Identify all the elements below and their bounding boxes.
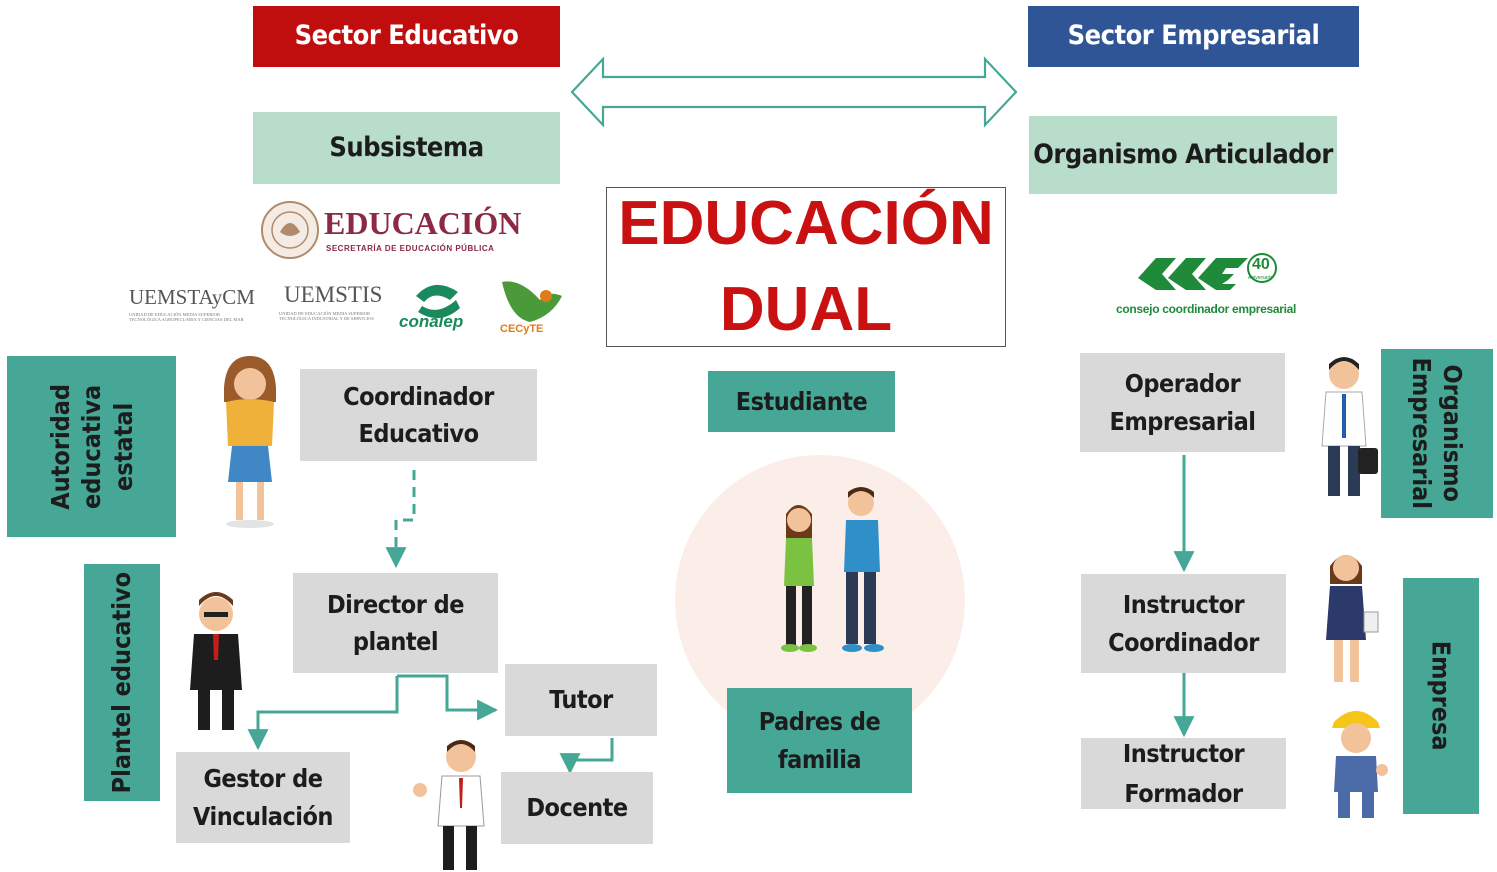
organismo-empresarial-box: Organismo Empresarial [1381, 349, 1493, 518]
educacion-logo-text: EDUCACIÓN [324, 205, 522, 241]
cce-badge-number: 40 [1252, 256, 1270, 273]
instructor-coord-line-1: Instructor [1122, 590, 1245, 619]
instructor-form-line-1: Instructor [1122, 738, 1245, 768]
padres-line-1: Padres de [758, 707, 881, 736]
coordinador-line-1: Coordinador [343, 381, 494, 411]
conalep-logo-text: conalep [399, 312, 464, 331]
organismo-articulador-box: Organismo Articulador [1029, 116, 1337, 194]
padres-line-2: familia [777, 744, 862, 774]
plantel-label: Plantel educativo [107, 571, 137, 794]
sector-educativo-header: Sector Educativo [253, 6, 560, 67]
gestor-vinculacion-box: Gestor de Vinculación [176, 752, 350, 843]
educacion-logo-subtext: SECRETARÍA DE EDUCACIÓN PÚBLICA [326, 244, 495, 253]
sector-double-arrow [570, 56, 1018, 128]
gestor-line-2: Vinculación [193, 801, 333, 831]
title-line-1: EDUCACIÓN [618, 189, 994, 258]
connector-director-tutor [247, 676, 399, 751]
organismo-line-1: Organismo [1438, 364, 1468, 503]
empresa-label: Empresa [1426, 641, 1456, 751]
tutor-box: Tutor [505, 664, 657, 736]
autoridad-line-3: estatal [108, 402, 138, 491]
coordinador-line-2: Educativo [358, 419, 479, 448]
director-line-2: plantel [352, 627, 439, 656]
uemstaycm-logo-subtext: UNIDAD DE EDUCACIÓN MEDIA SUPERIOR TECNO… [129, 312, 244, 323]
subsistema-box: Subsistema [253, 112, 560, 184]
docente-box: Docente [501, 772, 653, 844]
organismo-line-2: Empresarial [1407, 357, 1437, 510]
padres-familia-box: Padres de familia [727, 688, 912, 793]
connector-director-gestor [397, 674, 499, 721]
main-title: EDUCACIÓN DUAL [606, 187, 1006, 347]
instructor-coord-line-2: Coordinador [1108, 627, 1259, 657]
uemstis-logo-subtext: UNIDAD DE EDUCACIÓN MEDIA SUPERIOR TECNO… [279, 311, 374, 322]
autoridad-line-1: Autoridad [45, 383, 75, 510]
instructor-form-line-2: Formador [1124, 778, 1243, 808]
coordinador-educativo-box: Coordinador Educativo [300, 369, 537, 461]
connector-coordinador-director [385, 470, 416, 569]
estudiante-box: Estudiante [708, 371, 895, 432]
uemstis-logo-text: UEMSTIS [284, 282, 383, 307]
cce-badge-subtext: Aniversario [1248, 275, 1274, 281]
operador-line-2: Empresarial [1109, 406, 1256, 436]
cce-logo-text: consejo coordinador empresarial [1116, 302, 1297, 316]
operador-line-1: Operador [1124, 369, 1241, 398]
director-line-1: Director de [326, 589, 465, 619]
instructor-coordinador-box: Instructor Coordinador [1081, 574, 1286, 673]
autoridad-educativa-box: Autoridad educativa estatal [7, 356, 176, 537]
instructor-formador-box: Instructor Formador [1081, 738, 1286, 809]
title-line-2: DUAL [719, 275, 893, 344]
empresa-box: Empresa [1403, 578, 1479, 814]
sector-empresarial-header: Sector Empresarial [1028, 6, 1359, 67]
connector-tutor-docente [559, 738, 614, 775]
plantel-educativo-box: Plantel educativo [84, 564, 160, 801]
operador-empresarial-box: Operador Empresarial [1080, 353, 1285, 452]
director-plantel-box: Director de plantel [293, 573, 498, 673]
student-circle [675, 455, 965, 745]
cecyte-logo-text: CECyTE [500, 323, 544, 335]
autoridad-line-2: educativa [76, 384, 106, 509]
uemstaycm-logo-text: UEMSTAyCM [129, 285, 255, 309]
gestor-line-1: Gestor de [203, 764, 323, 793]
